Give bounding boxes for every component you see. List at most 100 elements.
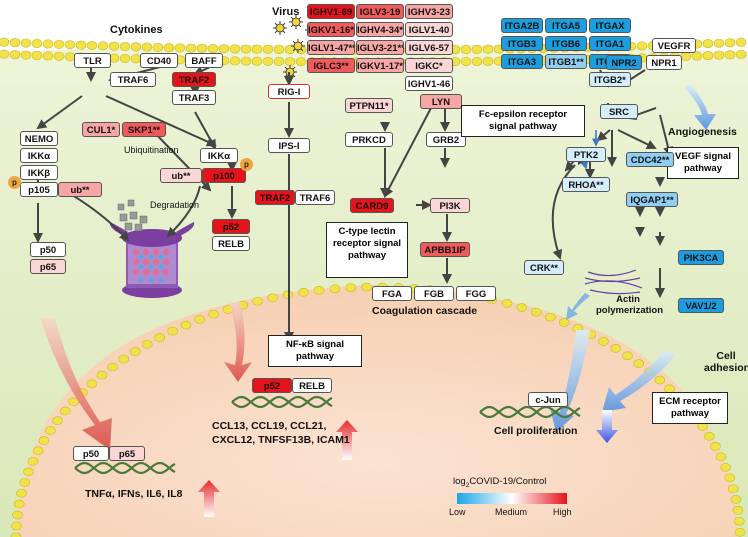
nemo: NEMO (20, 131, 58, 146)
nucleus (18, 285, 738, 537)
receptor-cd40: CD40 (140, 53, 178, 68)
ecm-label: ECM receptor pathway (652, 392, 728, 424)
nuclear-lipid (558, 318, 570, 327)
membrane-lipid (119, 41, 131, 51)
nuclear-lipid (720, 462, 731, 472)
actin-filaments (584, 269, 643, 295)
degradation-fragments (117, 199, 148, 232)
fgg: FGG (456, 286, 496, 301)
integrin-gene-cell: ITGB6 (545, 36, 587, 51)
legend-gradient (457, 493, 567, 504)
iqgap1: IQGAP1** (626, 192, 678, 207)
nuclear-lipid (282, 290, 294, 300)
membrane-lipid (152, 42, 164, 52)
nuclear-lipid (733, 517, 745, 526)
membrane-lipid (284, 57, 296, 67)
p105: p105 (20, 182, 58, 197)
membrane-lipid (0, 37, 10, 47)
nuclear-lipid (727, 484, 739, 493)
nuclear-lipid (208, 309, 219, 319)
membrane-lipid (240, 44, 252, 54)
nuclear-lipid (52, 416, 63, 426)
membrane-lipid (174, 43, 186, 53)
downregulation-arrow (596, 410, 618, 443)
nuclear-lipid (194, 315, 205, 324)
traf6-mid: TRAF6 (295, 190, 335, 205)
virus-particles (273, 15, 319, 79)
membrane-lipid (9, 50, 21, 60)
ig-gene-cell: IGHV1-46 (405, 76, 453, 91)
integrin-gene-cell: ITGA2B (501, 18, 543, 33)
cell-adhesion-label: Cell adhesion (704, 350, 748, 374)
nuclear-lipid (10, 532, 22, 537)
nuclear-lipid (732, 506, 744, 515)
membrane-lipid (251, 56, 263, 66)
legend-low: Low (449, 507, 466, 517)
nuclear-lipid (252, 296, 263, 306)
dna-strand (231, 395, 333, 409)
nuclear-lipid (715, 452, 727, 462)
traf2-left: TRAF2 (172, 72, 216, 87)
traf3: TRAF3 (172, 90, 216, 105)
membrane-lipid (460, 57, 472, 67)
membrane-lipid (196, 43, 208, 53)
dna-strand (479, 405, 581, 419)
grb2: GRB2 (426, 132, 466, 147)
membrane-lipid (42, 51, 54, 61)
membrane-lipid (130, 42, 142, 52)
membrane-lipid (702, 39, 714, 49)
nuclear-lipid (530, 307, 542, 317)
nuclear-lipid (724, 473, 736, 483)
receptor-tlr: TLR (74, 53, 111, 68)
membrane-lipid (31, 39, 43, 49)
lyn: LYN (420, 94, 462, 109)
nuclear-lipid (16, 488, 27, 498)
cytokines-title: Cytokines (110, 24, 163, 36)
membrane-lipid (482, 44, 494, 54)
ips-i: IPS-I (268, 138, 310, 153)
nuclear-lipid (654, 375, 666, 385)
nuclear-lipid (730, 495, 742, 504)
chemokine-genes-2: CXCL12, TNFSF13B, ICAM1 (212, 434, 350, 446)
rig-i: RIG-I (268, 84, 310, 99)
membrane-lipid (229, 44, 241, 54)
ig-gene-cell: IGKV1-17* (356, 58, 404, 73)
membrane-lipid (53, 39, 65, 49)
npr2: NPR2 (606, 55, 642, 70)
membrane-lipid (636, 41, 648, 51)
chemokine-genes-1: CCL13, CCL19, CCL21, (212, 420, 327, 432)
p52-nuc: p52 (252, 378, 292, 393)
membrane-lipid (273, 56, 285, 66)
ig-gene-cell: IGKV1-16** (307, 22, 355, 37)
fc-epsilon-label: Fc-epsilon receptor signal pathway (461, 105, 585, 137)
prkcd: PRKCD (345, 132, 393, 147)
p50-cyto: p50 (30, 242, 66, 257)
legend: log2COVID-19/Control Low Medium High (445, 476, 575, 526)
membrane-lipid (0, 49, 10, 59)
phospho-icon-p105: p (8, 176, 21, 189)
ig-gene-cell: IGHV1-69 (307, 4, 355, 19)
nuclear-lipid (68, 397, 79, 407)
membrane-lipid (207, 44, 219, 54)
nuclear-lipid (32, 446, 44, 456)
ig-gene-cell: IGLV6-57 (405, 40, 453, 55)
upregulation-arrow-chemokines (336, 420, 358, 460)
nuclear-lipid (167, 326, 178, 336)
membrane-lipid (460, 45, 472, 55)
vegfr: VEGFR (652, 38, 696, 53)
membrane-lipid (295, 57, 307, 67)
pi3k: PI3K (430, 198, 470, 213)
membrane-lipid (680, 51, 692, 61)
membrane-lipid (218, 44, 230, 54)
nuclear-lipid (633, 359, 645, 368)
ecm-flow-arrow (602, 350, 676, 412)
nuclear-lipid (267, 293, 278, 303)
ub-p105: ub** (58, 182, 102, 197)
cytokine-genes: TNFα, IFNs, IL6, IL8 (85, 488, 183, 500)
nuclear-lipid (501, 299, 513, 308)
nuclear-lipid (361, 282, 372, 292)
membrane-lipid (471, 56, 483, 66)
integrin-gene-cell: ITGB1** (545, 54, 587, 69)
src: SRC (600, 104, 638, 119)
coagulation-label: Coagulation cascade (372, 305, 478, 317)
